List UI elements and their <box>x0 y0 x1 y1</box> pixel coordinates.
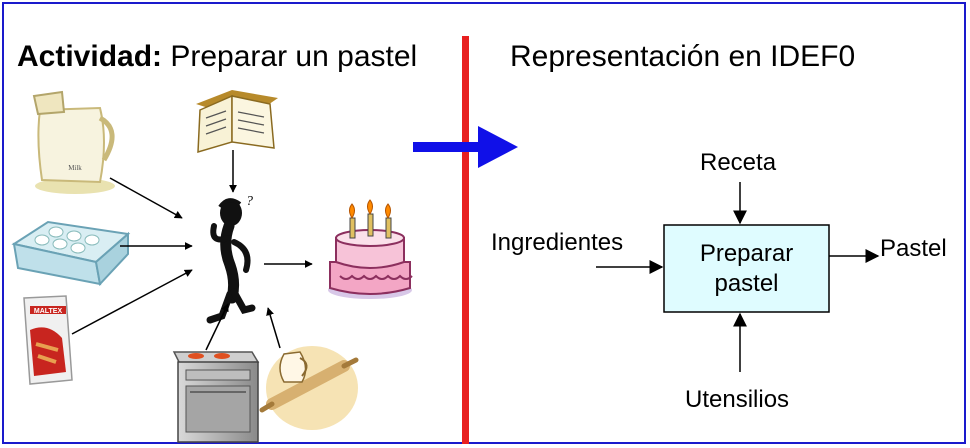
arrow-pin-to-person <box>266 307 281 349</box>
idef0-title: Representación en IDEF0 <box>510 40 856 73</box>
activity-title-text: Preparar un pastel <box>170 40 418 73</box>
arrow-flour-to-person <box>71 269 193 335</box>
idef0-function-label: Preparar pastel <box>699 239 794 297</box>
stove-icon <box>172 351 260 443</box>
idef0-function-box <box>663 224 830 313</box>
idef0-input-label: Ingredientes <box>491 229 624 256</box>
section-divider <box>462 36 469 444</box>
milk-brand-label: Milk <box>68 164 82 172</box>
arrow-stove-to-person <box>205 303 229 351</box>
idef0-control-label: Receta <box>700 149 777 176</box>
arrow-milk-to-person <box>109 177 183 219</box>
birthday-cake-icon <box>328 199 413 299</box>
thinking-person-icon: ? <box>206 194 256 324</box>
rolling-pin-icon <box>259 346 359 430</box>
activity-title: Actividad: Preparar un pastel <box>17 40 417 74</box>
book-icon <box>196 90 278 154</box>
milk-jug-icon: Milk <box>32 90 115 194</box>
flour-brand-label: MALTEX <box>34 308 63 315</box>
flour-bag-icon: MALTEX <box>23 295 73 385</box>
idef0-output-label: Pastel <box>880 235 947 262</box>
egg-carton-icon <box>11 220 131 287</box>
activity-title-prefix: Actividad: <box>17 40 163 73</box>
transition-arrow <box>413 126 518 168</box>
idef0-mechanism-label: Utensilios <box>685 386 790 413</box>
svg-text:?: ? <box>246 194 253 209</box>
